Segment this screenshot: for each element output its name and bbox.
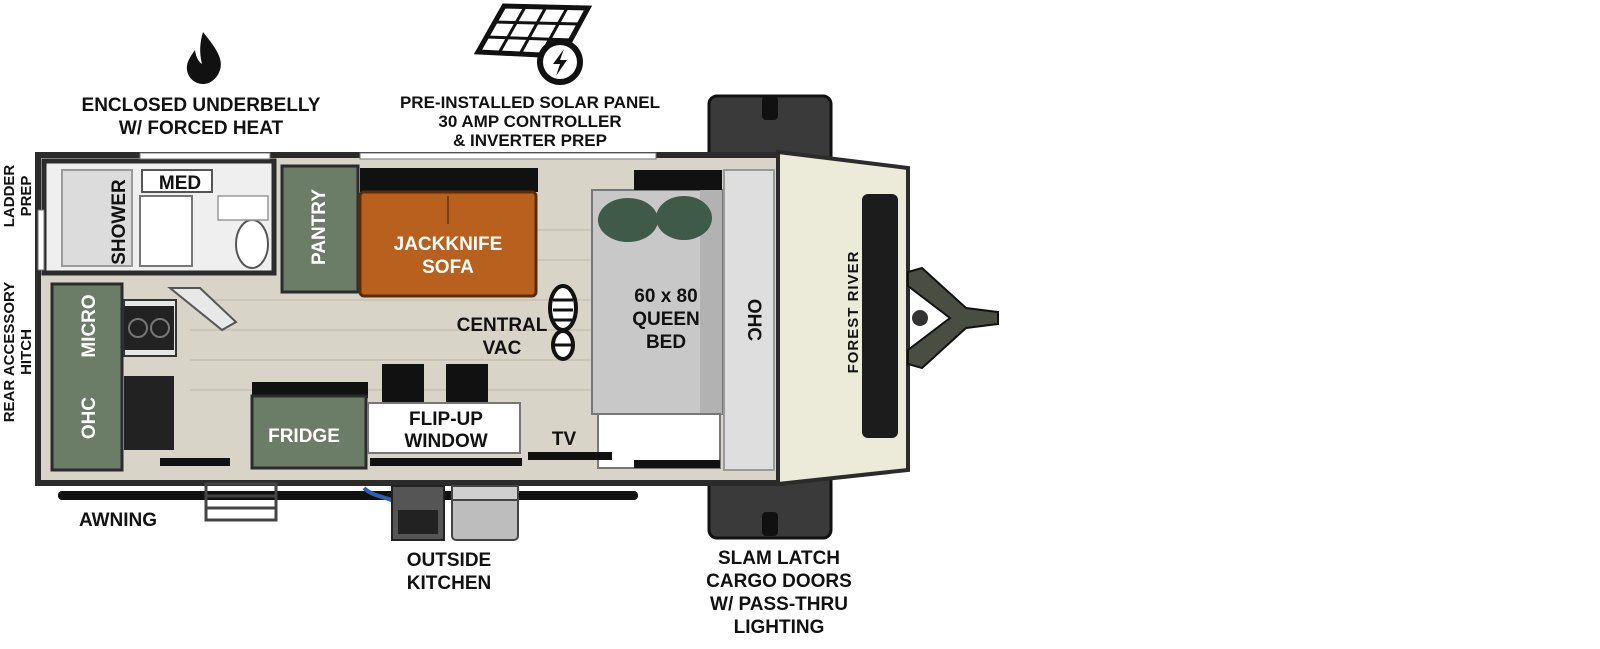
cargo-callout-line2: CARGO DOORS <box>706 571 852 592</box>
front-overhead-cabinet <box>723 169 775 471</box>
pillow <box>598 198 658 242</box>
pantry-label: PANTRY <box>309 189 330 265</box>
bed-label-line1: 60 x 80 <box>634 286 697 307</box>
tongue-hitch <box>907 266 999 370</box>
ladder-callout-line1: LADDER <box>1 165 18 228</box>
entry-steps <box>204 482 278 522</box>
cargo-callout-line3: W/ PASS-THRU <box>710 594 848 615</box>
rear-cabinet <box>50 282 124 472</box>
solar-callout-line3: & INVERTER PREP <box>453 131 607 150</box>
bed-label-line2: QUEEN <box>632 309 700 330</box>
central-vac-label-line1: CENTRAL <box>457 315 548 336</box>
central-vac-label-line2: VAC <box>483 338 522 359</box>
outside-kitchen-callout-line2: KITCHEN <box>407 573 491 594</box>
awning-callout: AWNING <box>79 510 157 531</box>
cargo-callout-line4: LIGHTING <box>734 617 825 638</box>
outside-kitchen-unit <box>362 485 519 541</box>
flip-up-window <box>367 402 521 454</box>
jackknife-sofa <box>358 190 538 298</box>
underbelly-callout-line2: W/ FORCED HEAT <box>119 118 284 139</box>
fridge <box>250 394 368 470</box>
pillow <box>656 196 712 240</box>
pantry-cabinet <box>280 164 360 294</box>
brand-logo: FOREST RIVER <box>845 251 862 374</box>
rear-hitch-callout-line1: REAR ACCESSORY <box>1 282 18 423</box>
solar-callout-line2: 30 AMP CONTROLLER <box>438 112 621 131</box>
flip-window-label-line1: FLIP-UP <box>409 409 483 430</box>
flame-icon <box>186 32 221 84</box>
cooktop <box>124 306 174 350</box>
footprint-icon <box>548 284 578 361</box>
flip-window-label-line2: WINDOW <box>404 431 487 452</box>
ohc-rear-label: OHC <box>79 397 100 440</box>
sofa-label-line2: SOFA <box>422 257 474 278</box>
shower-label: SHOWER <box>109 179 130 265</box>
front-window <box>862 194 898 438</box>
rear-hitch-callout-line2: HITCH <box>18 329 35 375</box>
sink <box>124 376 174 450</box>
outside-kitchen-callout-line1: OUTSIDE <box>407 550 491 571</box>
awning-bar <box>58 491 638 500</box>
micro-label: MICRO <box>79 294 100 357</box>
solar-panel-icon <box>473 3 593 85</box>
med-label: MED <box>159 173 201 194</box>
fridge-label: FRIDGE <box>268 426 340 447</box>
sofa-label-line1: JACKKNIFE <box>394 234 503 255</box>
tv-label: TV <box>552 429 577 450</box>
ohc-front-label: OHC <box>743 299 764 342</box>
cargo-callout-line1: SLAM LATCH <box>718 548 840 569</box>
bed-label-line3: BED <box>646 332 686 353</box>
tv <box>528 452 612 460</box>
solar-callout-line1: PRE-INSTALLED SOLAR PANEL <box>400 93 660 112</box>
ladder-callout-line2: PREP <box>18 176 35 217</box>
underbelly-callout-line1: ENCLOSED UNDERBELLY <box>82 95 321 116</box>
